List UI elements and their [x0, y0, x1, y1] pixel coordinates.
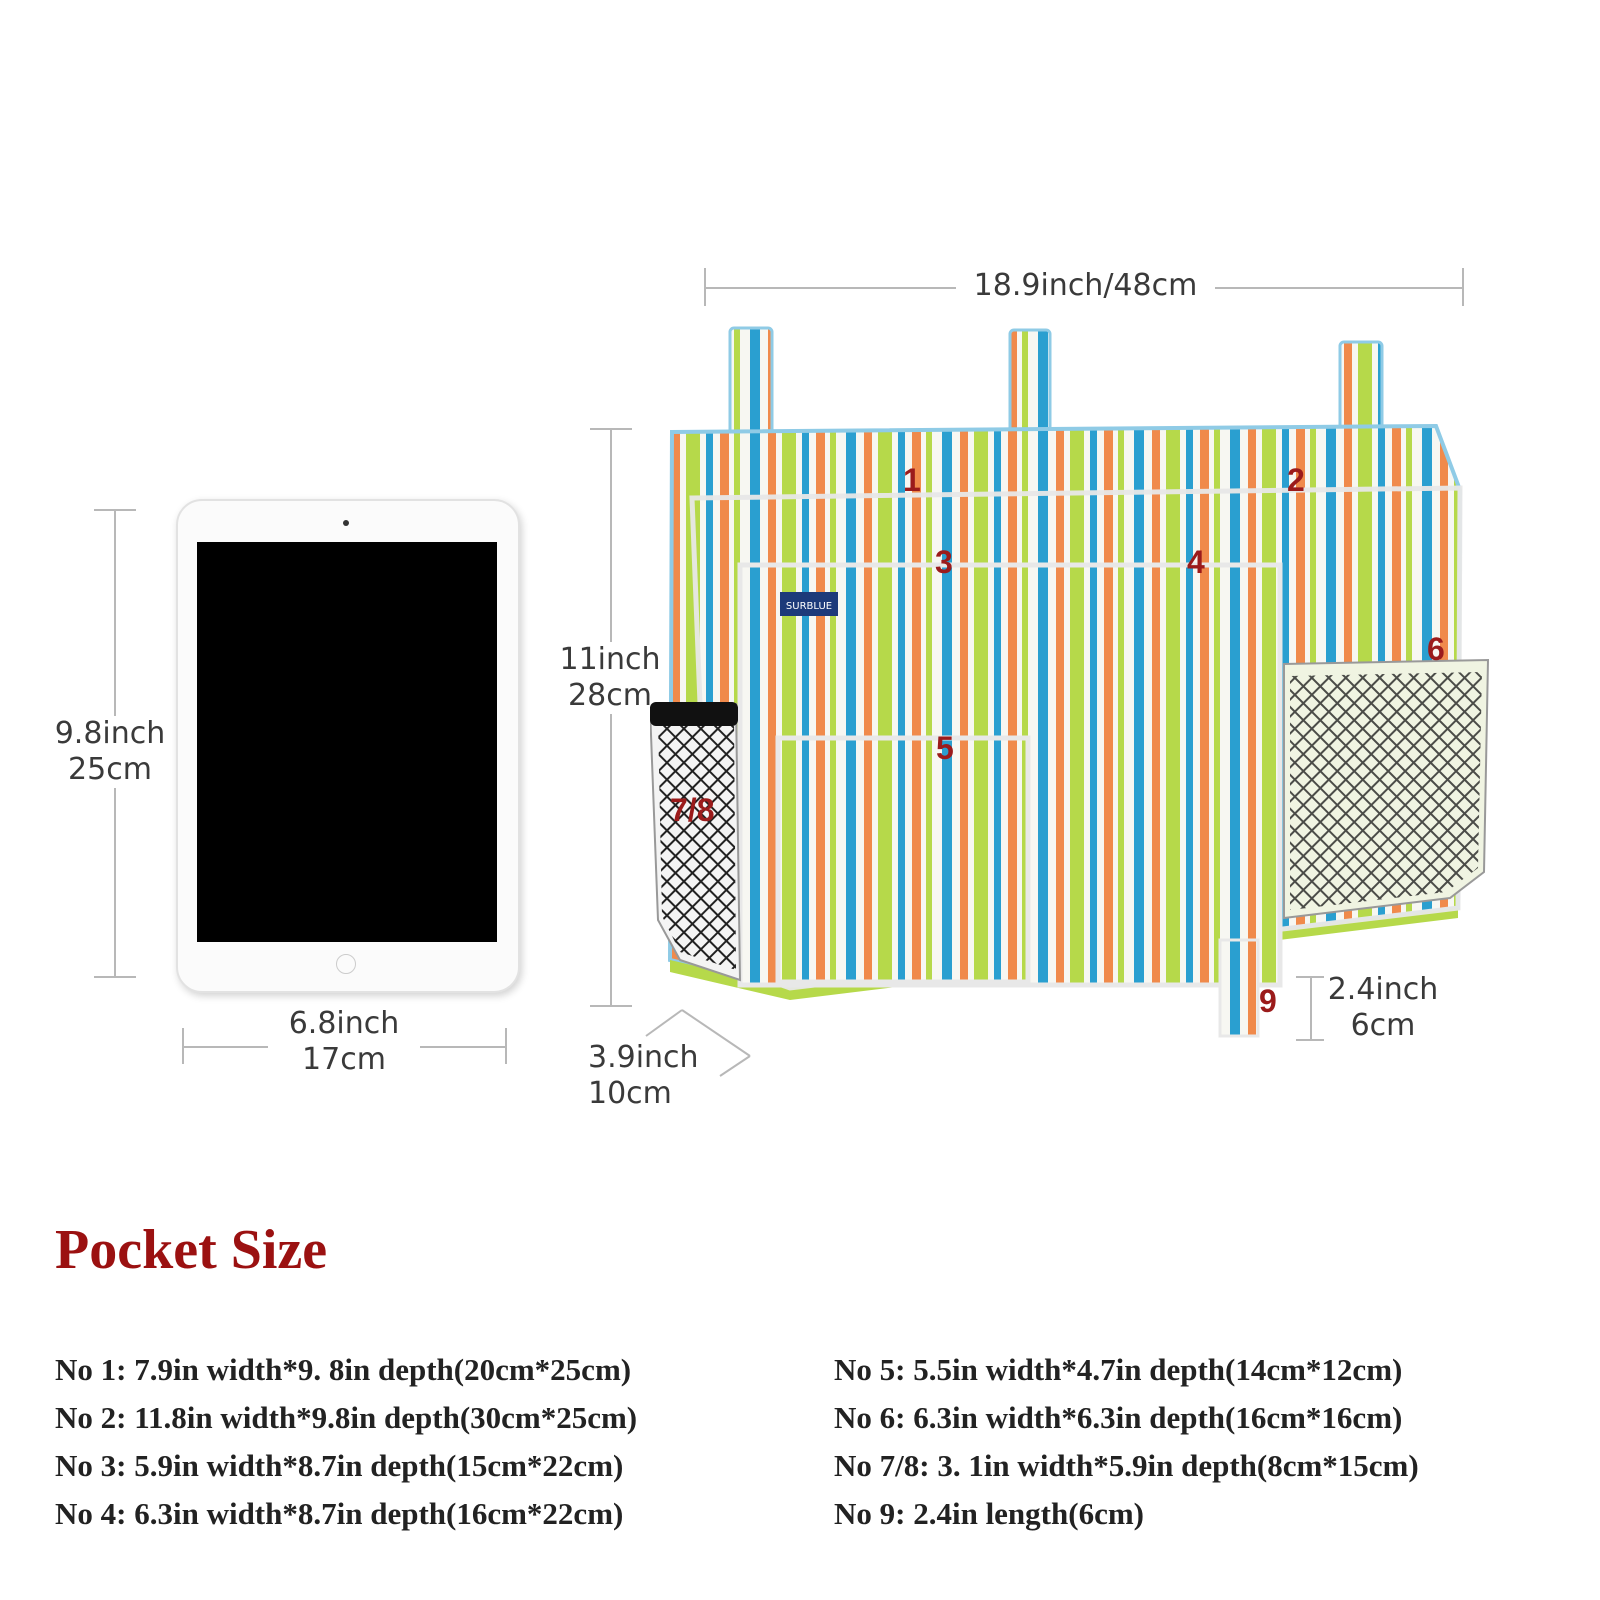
tablet-width-label: 6.8inch 17cm: [268, 1006, 420, 1078]
bedside-organizer: SURBLUE: [650, 326, 1490, 1038]
pocket-number-9: 9: [1259, 983, 1277, 1019]
tablet-width-inch: 6.8inch: [288, 1006, 400, 1041]
tablet-height-cap-bottom: [94, 976, 136, 978]
tablet-height-label: 9.8inch 25cm: [50, 716, 170, 788]
tablet-home-button: [336, 954, 356, 974]
pocket-number-1: 1: [903, 462, 921, 498]
depth-label: 3.9inch 10cm: [588, 1040, 714, 1112]
strap-cap-bottom: [1296, 1039, 1324, 1041]
pocket-number-3: 3: [935, 544, 953, 580]
pocket-number-5: 5: [936, 730, 954, 766]
width-cap-right: [1462, 268, 1464, 306]
mesh-left-band: [650, 702, 738, 726]
height-cm: 28cm: [568, 678, 652, 713]
tablet-height-inch: 9.8inch: [54, 716, 166, 751]
width-cap-left: [704, 268, 706, 306]
tablet-width-cap-right: [505, 1028, 507, 1064]
tablet-screen: [197, 542, 497, 942]
height-label: 11inch 28cm: [552, 642, 668, 714]
pocket-list-left: No 1: 7.9in width*9. 8in depth(20cm*25cm…: [55, 1346, 637, 1538]
pocket-spec-6: No 6: 6.3in width*6.3in depth(16cm*16cm): [834, 1400, 1403, 1435]
pocket-spec-9: No 9: 2.4in length(6cm): [834, 1496, 1144, 1531]
total-width-label: 18.9inch/48cm: [973, 268, 1198, 303]
tablet-width-cap-left: [182, 1028, 184, 1064]
pocket-number-2: 2: [1287, 462, 1305, 498]
tablet-width-cm: 17cm: [302, 1042, 386, 1077]
strap-line: [1310, 976, 1312, 1040]
pocket-list-right: No 5: 5.5in width*4.7in depth(14cm*12cm)…: [834, 1346, 1419, 1538]
tablet-device: [176, 499, 520, 993]
strap-9: [1218, 938, 1260, 1038]
tablet-height-cm: 25cm: [68, 752, 152, 787]
height-cap-top: [590, 428, 632, 430]
strap-left: [728, 326, 774, 440]
depth-inch: 3.9inch: [588, 1040, 699, 1075]
pocket-spec-5: No 5: 5.5in width*4.7in depth(14cm*12cm): [834, 1352, 1403, 1387]
height-inch: 11inch: [559, 642, 661, 677]
pocket-size-heading: Pocket Size: [55, 1219, 328, 1281]
tablet-height-cap-top: [94, 509, 136, 511]
brand-tag: [780, 592, 838, 616]
pocket-5-inner: [775, 735, 1031, 985]
height-cap-bottom: [590, 1005, 632, 1007]
pocket-number-4: 4: [1187, 544, 1205, 580]
strap-cm: 6cm: [1350, 1008, 1416, 1043]
pocket-spec-3: No 3: 5.9in width*8.7in depth(15cm*22cm): [55, 1448, 624, 1483]
pocket-spec-4: No 4: 6.3in width*8.7in depth(16cm*22cm): [55, 1496, 624, 1531]
width-line-left: [704, 287, 956, 289]
strap-middle: [1008, 328, 1052, 440]
width-line-right: [1215, 287, 1463, 289]
pocket-spec-7-8: No 7/8: 3. 1in width*5.9in depth(8cm*15c…: [834, 1448, 1419, 1483]
pocket-spec-1: No 1: 7.9in width*9. 8in depth(20cm*25cm…: [55, 1352, 632, 1387]
tablet-camera: [343, 520, 349, 526]
pocket-spec-2: No 2: 11.8in width*9.8in depth(30cm*25cm…: [55, 1400, 638, 1435]
height-line: [610, 428, 612, 1006]
strap-cap-top: [1296, 976, 1324, 978]
strap-inch: 2.4inch: [1327, 972, 1439, 1007]
pocket-number-6: 6: [1427, 631, 1445, 667]
depth-lines: [645, 1009, 751, 1077]
pocket-number-7-8: 7/8: [670, 792, 715, 828]
brand-tag-text: SURBLUE: [786, 601, 832, 612]
depth-cm: 10cm: [588, 1076, 672, 1111]
strap-label: 2.4inch 6cm: [1318, 972, 1448, 1044]
